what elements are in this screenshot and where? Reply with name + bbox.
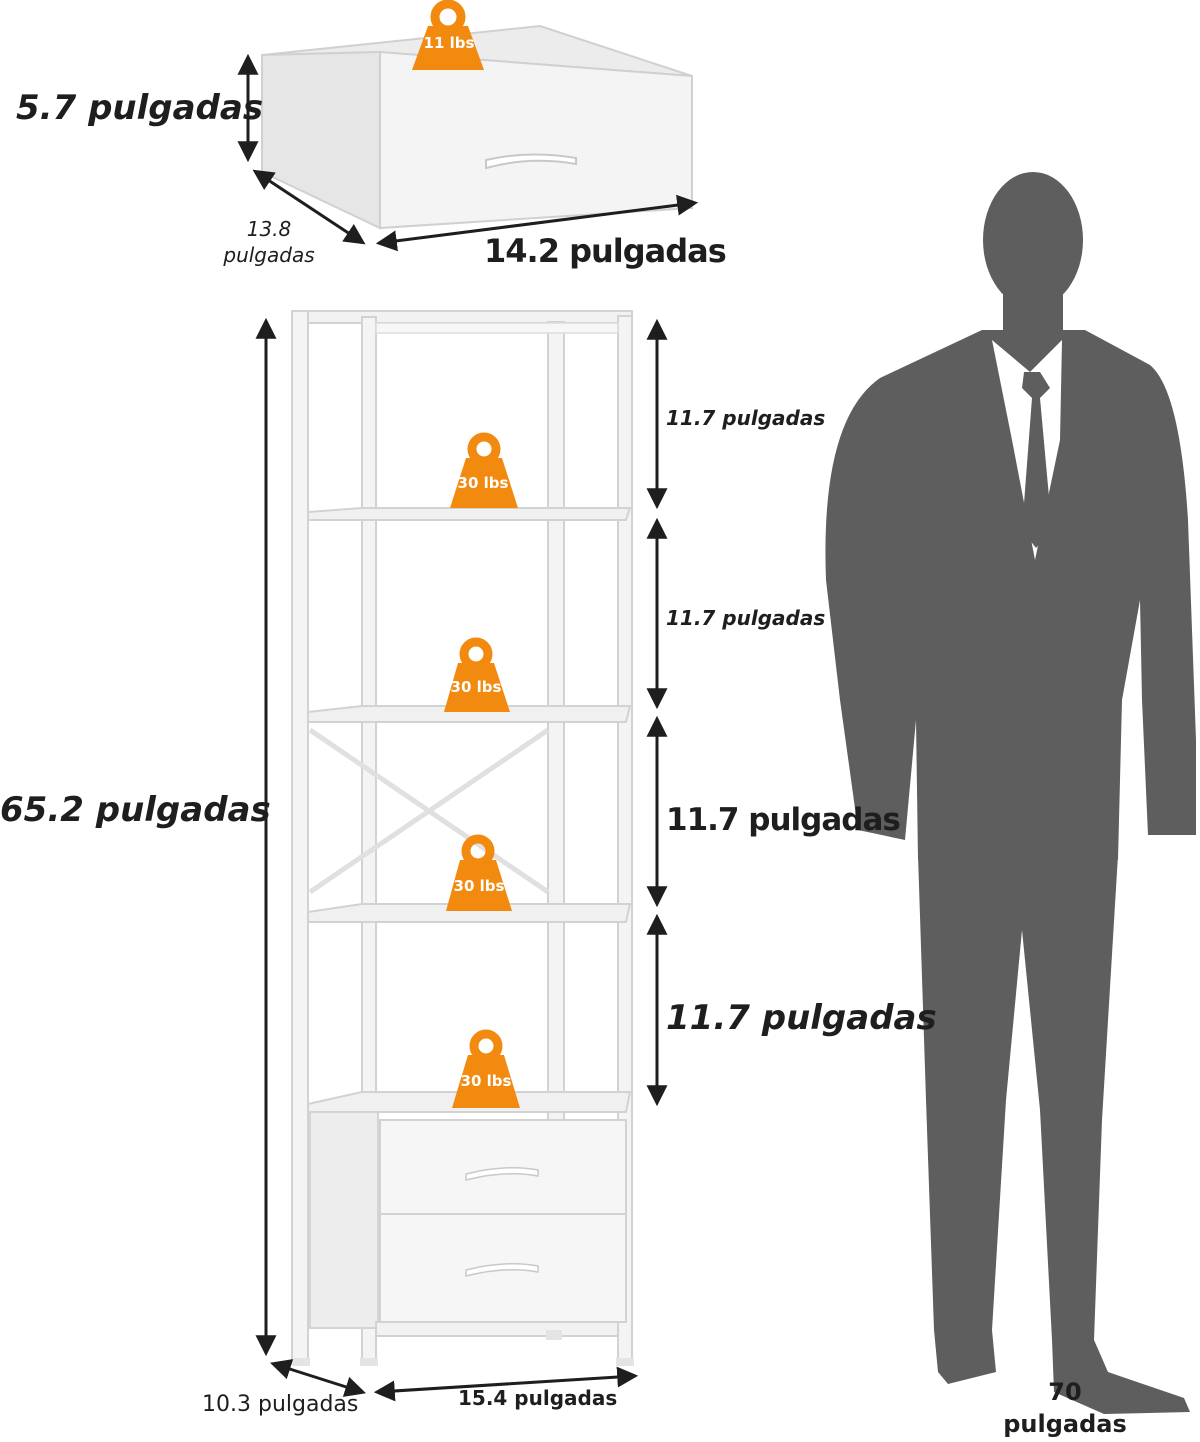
drawer-depth-unit: pulgadas	[223, 243, 315, 267]
tier-3-gap-label: 11.7 pulgadas	[666, 802, 901, 838]
weight-badge-icon	[450, 432, 518, 508]
tie-icon	[1022, 372, 1052, 548]
tier-3-weight-label: 30 lbs	[453, 877, 505, 895]
tier-2-weight-label: 30 lbs	[450, 678, 502, 696]
tier-4-gap-label: 11.7 pulgadas	[666, 998, 937, 1038]
width-arrow	[373, 1366, 639, 1402]
tier-2-gap-label: 11.7 pulgadas	[666, 606, 826, 630]
tier-1-gap-label: 11.7 pulgadas	[666, 406, 826, 430]
drawer-depth-label: 13.8 pulgadas	[214, 216, 324, 268]
person-height-unit: pulgadas	[1003, 1410, 1127, 1438]
person-height-label: 70 pulgadas	[1000, 1376, 1130, 1440]
weight-badge-icon	[446, 834, 512, 911]
drawer-height-label: 5.7 pulgadas	[16, 88, 264, 128]
weight-badge-icon	[452, 1029, 520, 1108]
drawer-depth-value: 13.8	[246, 217, 292, 241]
person-height-value: 70	[1048, 1378, 1082, 1406]
unit-depth-label: 10.3 pulgadas	[202, 1392, 359, 1417]
shelf-unit-illustration	[291, 310, 634, 1366]
drawer-width-arrow	[375, 194, 699, 252]
weight-badge-icon	[444, 637, 510, 712]
drawer-weight-label: 11 lbs	[423, 34, 475, 52]
drawer-width-label: 14.2 pulgadas	[484, 232, 727, 270]
person-silhouette-icon	[825, 172, 1196, 1414]
weight-badge-icon	[412, 0, 484, 70]
depth-arrow	[269, 1359, 367, 1397]
tier-1-weight-label: 30 lbs	[457, 474, 509, 492]
tier-4-weight-label: 30 lbs	[460, 1072, 512, 1090]
unit-width-label: 15.4 pulgadas	[458, 1386, 618, 1410]
drawer-depth-arrow	[252, 169, 366, 245]
total-height-label: 65.2 pulgadas	[0, 790, 271, 830]
